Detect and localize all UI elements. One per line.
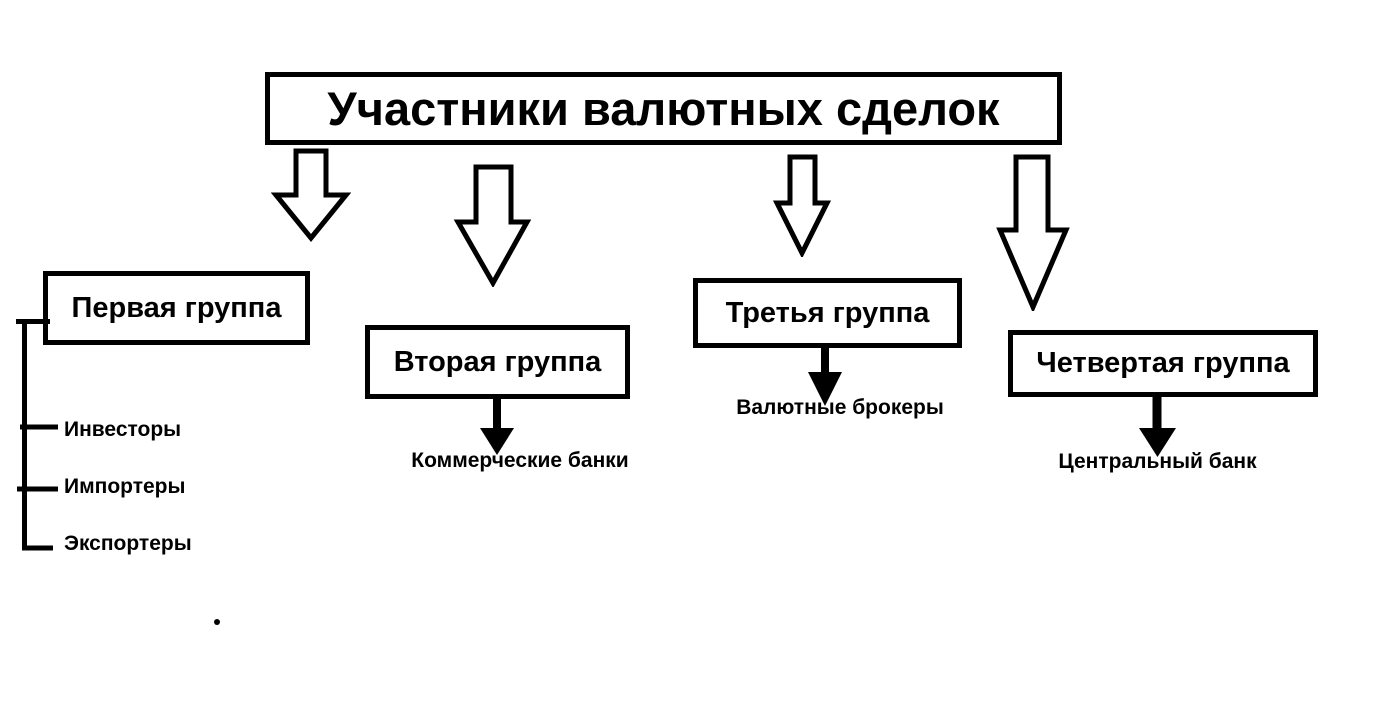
leaf-currency-brokers: Валютные брокеры — [715, 396, 965, 420]
group-label: Третья группа — [725, 296, 930, 329]
list-item-investors: Инвесторы — [64, 417, 181, 443]
down-arrow-icon-1 — [271, 148, 351, 242]
diagram-title: Участники валютных сделок — [327, 82, 1000, 135]
group-box-second: Вторая группа — [365, 325, 630, 399]
stray-dot — [214, 619, 220, 625]
group-label: Вторая группа — [393, 345, 602, 378]
connector-arrow-icon-3 — [808, 346, 842, 406]
down-arrow-icon-4 — [996, 154, 1070, 311]
down-arrow-icon-2 — [453, 164, 532, 287]
list-item-exporters: Экспортеры — [64, 531, 192, 557]
leaf-label: Коммерческие банки — [411, 449, 629, 472]
leaf-label: Валютные брокеры — [736, 396, 944, 419]
group-box-first: Первая группа — [43, 271, 310, 345]
leaf-commercial-banks: Коммерческие банки — [385, 449, 655, 473]
connector-arrow-icon-2 — [480, 398, 514, 455]
title-box: Участники валютных сделок — [265, 72, 1062, 145]
list-item-label: Импортеры — [64, 475, 186, 498]
group-box-fourth: Четвертая группа — [1008, 330, 1318, 397]
group-label: Первая группа — [71, 291, 282, 324]
list-item-label: Экспортеры — [64, 532, 192, 555]
bracket-connector — [16, 319, 58, 551]
list-item-importers: Импортеры — [64, 474, 185, 500]
down-arrow-icon-3 — [773, 154, 831, 257]
connector-arrow-icon-4 — [1139, 396, 1176, 457]
group-box-third: Третья группа — [693, 278, 962, 348]
leaf-label: Центральный банк — [1058, 450, 1257, 473]
leaf-central-bank: Центральный банк — [1040, 450, 1275, 474]
list-item-label: Инвесторы — [64, 418, 182, 441]
group-label: Четвертая группа — [1036, 347, 1290, 379]
